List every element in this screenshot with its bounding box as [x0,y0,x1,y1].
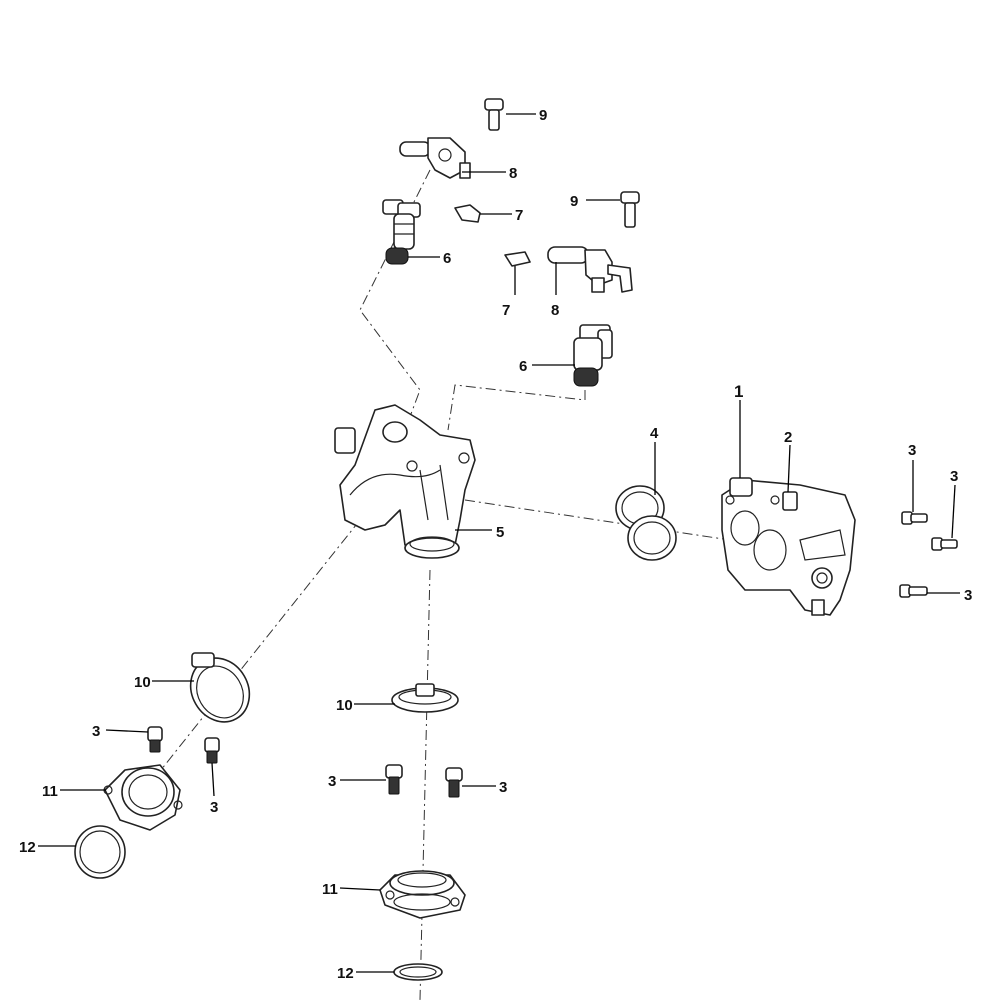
bolt-3-center-a [385,764,403,795]
callout-3-right-top: 3 [908,442,916,459]
injector-6-top [382,199,421,265]
intake-flange-11-left [103,764,183,831]
intake-manifold-5 [334,404,476,559]
fuel-fitting-8-lower [547,246,633,293]
callout-6-lower: 6 [519,358,527,375]
throttle-body-1 [721,477,856,616]
bolt-3-left-a [147,726,163,753]
fuel-fitting-8-top [399,137,471,179]
callout-12-left: 12 [19,839,36,856]
callout-9-top: 9 [539,107,547,124]
hose-clamp-10-left [189,652,251,723]
bolt-3-left-b [204,737,220,764]
callout-7-top: 7 [515,207,523,224]
callout-11-left: 11 [42,783,58,800]
callout-labels: 9 8 7 6 9 7 8 6 4 1 2 5 3 3 3 10 10 3 3 … [19,107,972,982]
bolt-3-center-b [445,767,463,798]
o-ring-12-left [74,825,126,879]
callout-7-lower: 7 [502,302,510,319]
callout-1: 1 [734,382,743,401]
hose-clamp-10-center [391,683,459,713]
callout-3-center-b: 3 [499,779,507,796]
callout-5: 5 [496,524,504,541]
callout-4: 4 [650,425,659,442]
callout-9-right: 9 [570,193,578,210]
bolt-3-right-middle [931,537,958,551]
callout-6-top: 6 [443,250,451,267]
callout-3-right-middle: 3 [950,468,958,485]
gasket-4 [615,485,677,561]
injector-6-lower [573,324,613,387]
assembly-centerlines [144,169,731,1000]
bolt-3-right-bottom [899,584,928,598]
callout-3-right-bottom: 3 [964,587,972,604]
callout-10-center: 10 [336,697,353,714]
callout-3-left-a: 3 [92,723,100,740]
intake-flange-11-center [379,870,466,919]
callout-8-lower: 8 [551,302,559,319]
bolt-9-top [484,98,504,131]
throttle-sensor-2 [782,491,798,511]
callout-8-top: 8 [509,165,517,182]
clip-7-lower [504,251,531,267]
leader-lines [38,113,960,973]
o-ring-12-center [393,963,443,981]
callout-10-left: 10 [134,674,151,691]
callout-3-center-a: 3 [328,773,336,790]
bolt-3-right-top [901,511,928,525]
callout-3-left-b: 3 [210,799,218,816]
callout-11-center: 11 [322,881,338,898]
bolt-9-right [620,191,640,228]
callout-12-center: 12 [337,965,354,982]
clip-7-top [454,204,481,223]
callout-2: 2 [784,429,792,446]
